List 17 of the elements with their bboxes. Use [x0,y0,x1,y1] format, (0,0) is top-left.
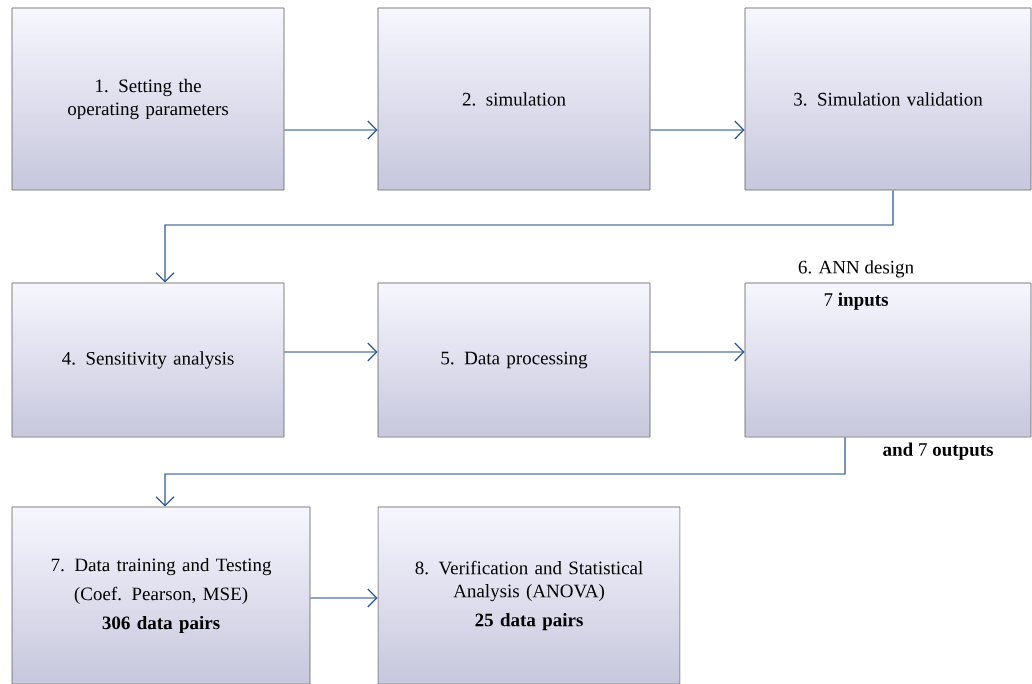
process-box: 1. Setting the operating parameters [11,7,285,191]
arrow [283,342,378,362]
arrow [155,189,894,283]
process-box: 8. Verification and Statistical Analysis (ANOVA) 25 data pairs [377,506,681,684]
box-heading: 6. ANN design [798,260,914,278]
process-box: 4. Sensitivity analysis [11,282,285,438]
arrow [309,588,378,608]
process-box: 7. Data training and Testing (Coef. Pearson, MSE) 306 data pairs [11,506,311,684]
process-box: 7 inputs [744,282,1032,438]
arrow [283,120,378,140]
process-box: 2. simulation [377,7,651,191]
process-box: 5. Data processing [377,282,651,438]
arrow [649,120,745,140]
arrow [155,436,846,507]
process-box: 3. Simulation validation [744,7,1032,191]
arrow [649,342,745,362]
box-note: and 7 outputs [883,442,993,460]
